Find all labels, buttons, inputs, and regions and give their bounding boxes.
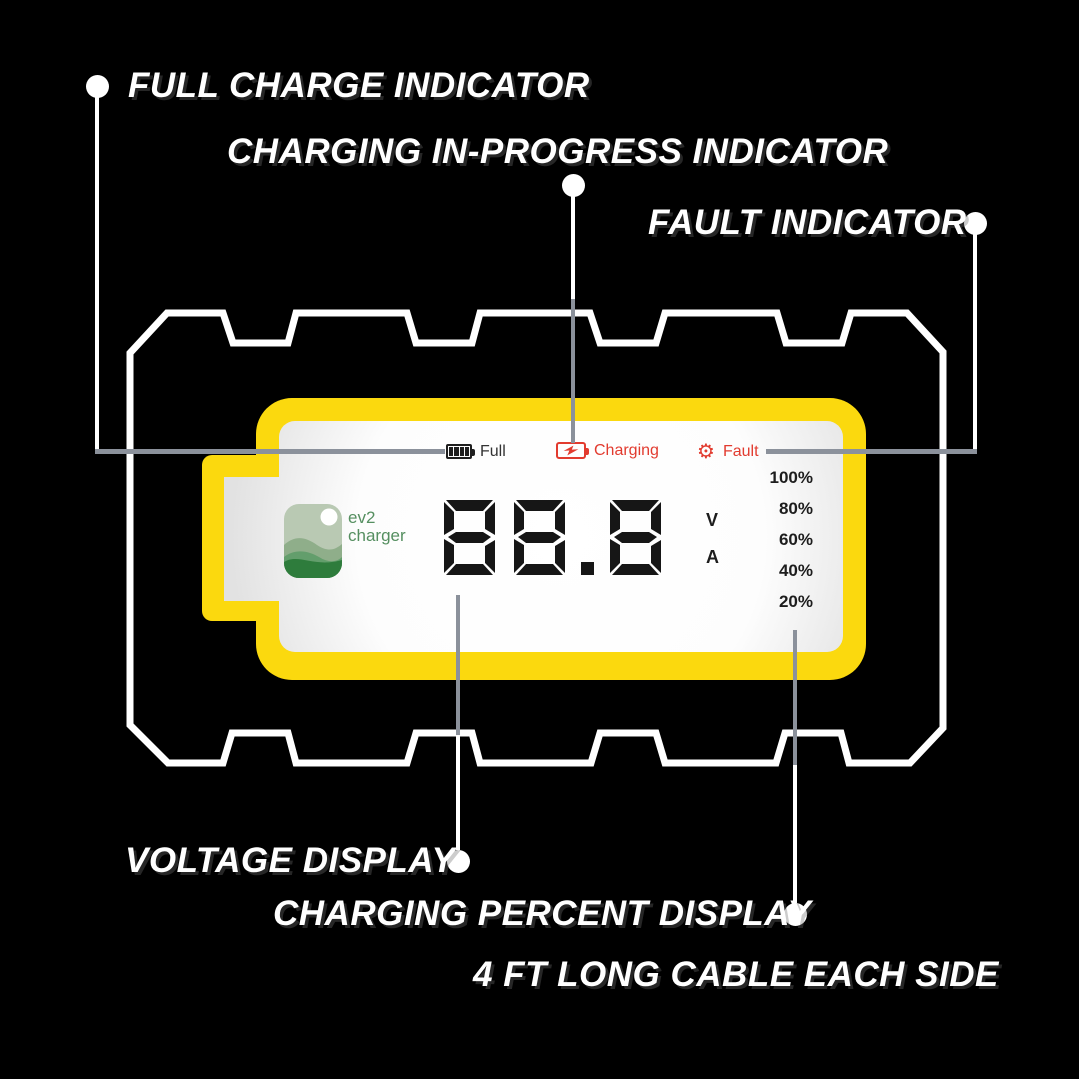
decimal-point <box>581 562 594 575</box>
percent-80: 80% <box>778 499 813 518</box>
fault-label: Fault <box>722 442 759 460</box>
volts-unit-label: V <box>706 510 719 530</box>
charging-label: Charging <box>594 442 659 459</box>
charging-callout-dot <box>562 174 585 197</box>
charging-percent-scale: 100% 80% 60% 40% 20% <box>758 462 813 617</box>
callout-label-fault: FAULT INDICATOR <box>648 203 967 242</box>
percent-callout-line-white <box>793 765 797 903</box>
percent-20: 20% <box>778 592 813 611</box>
percent-callout-line-gray <box>793 630 797 765</box>
percent-callout-dot <box>784 903 807 926</box>
charging-indicator: Charging <box>556 442 659 459</box>
fault-callout-line-h <box>766 449 977 454</box>
percent-100: 100% <box>769 468 813 487</box>
fault-indicator: ⚙ Fault <box>697 441 759 461</box>
voltage-callout-dot <box>447 850 470 873</box>
brand-line2: charger <box>348 526 406 545</box>
charging-callout-line-white <box>571 184 575 299</box>
display-bezel <box>202 398 866 680</box>
percent-60: 60% <box>778 530 813 549</box>
callout-label-full-charge: FULL CHARGE INDICATOR <box>128 66 590 105</box>
amps-unit-label: A <box>706 547 719 567</box>
full-label: Full <box>480 443 506 460</box>
battery-charging-icon <box>556 442 589 459</box>
callout-label-percent: CHARGING PERCENT DISPLAY <box>273 894 812 933</box>
callout-label-voltage: VOLTAGE DISPLAY <box>125 841 456 880</box>
voltage-callout-line-white <box>456 735 460 850</box>
percent-40: 40% <box>778 561 813 580</box>
battery-full-icon <box>446 444 475 459</box>
seven-segment-digit <box>610 500 661 575</box>
voltage-callout-line-gray <box>456 595 460 735</box>
charging-callout-line-gray <box>571 299 575 443</box>
full-charge-indicator: Full <box>446 443 506 460</box>
full-charge-callout-dot <box>86 75 109 98</box>
brand-name: ev2 charger <box>348 509 406 545</box>
callout-label-charging: CHARGING IN-PROGRESS INDICATOR <box>227 132 889 171</box>
fault-callout-line-v <box>973 222 977 452</box>
brand-logo <box>284 504 342 578</box>
fault-callout-dot <box>964 212 987 235</box>
brand-line1: ev2 <box>348 508 376 527</box>
fault-gear-icon: ⚙ <box>697 439 715 463</box>
seven-segment-digit <box>444 500 495 575</box>
callout-label-cable: 4 FT LONG CABLE EACH SIDE <box>473 955 999 994</box>
lcd-screen <box>279 421 843 652</box>
logo-sun-icon <box>320 508 338 526</box>
seven-segment-digit <box>514 500 565 575</box>
seven-segment-display <box>441 497 664 578</box>
full-charge-callout-line-v <box>95 86 99 452</box>
full-charge-callout-line-h <box>95 449 445 454</box>
